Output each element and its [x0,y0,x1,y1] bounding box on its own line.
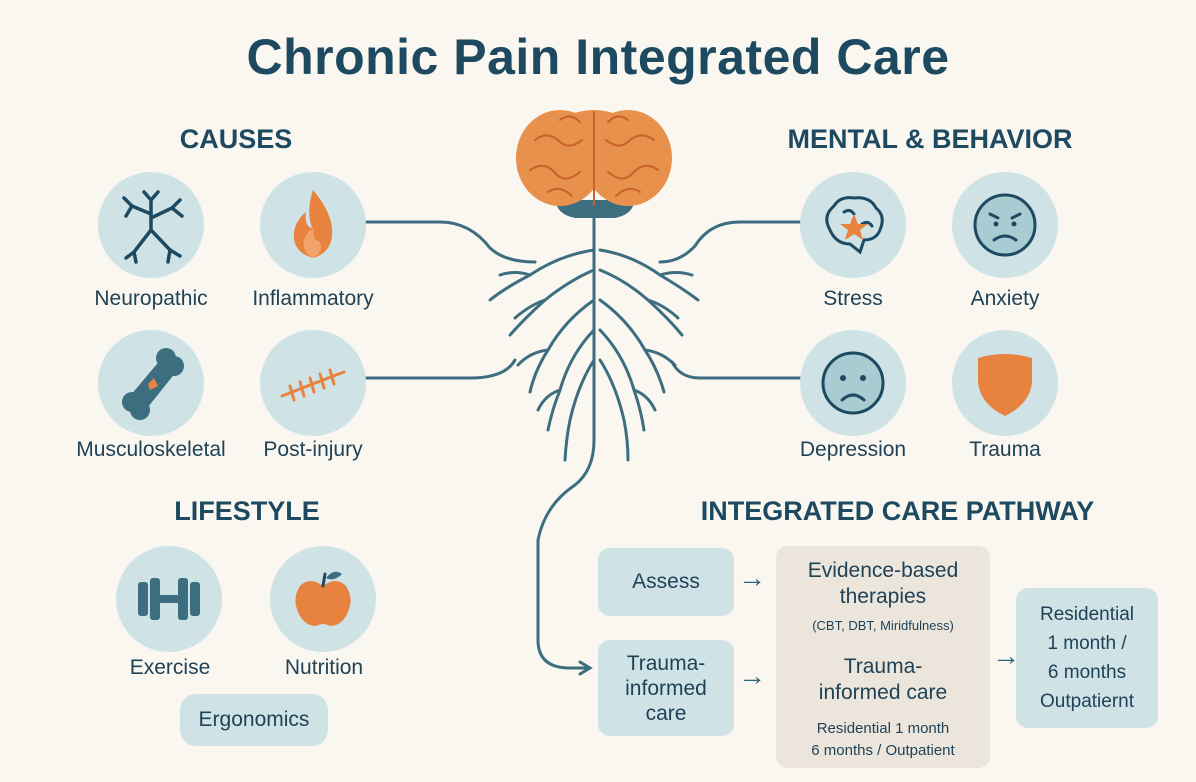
trauma-mid-title: Trauma- informed care [776,654,990,706]
therapies-title-line-2: therapies [776,584,990,610]
pathway-heading: INTEGRATED CARE PATHWAY [650,496,1145,527]
mental-label-trauma: Trauma [942,438,1068,462]
residential-mid-line-1: Residential 1 month [776,718,990,740]
trauma-left-line-2: informed [625,676,707,701]
flame-icon [260,172,366,278]
therapies-title-line-1: Evidence-based [776,558,990,584]
nerve-icon [98,172,204,278]
arrow-assess-to-therapies: → [738,562,766,594]
causes-heading: CAUSES [136,124,336,155]
cause-label-neuropathic: Neuropathic [70,287,232,311]
mental-label-depression: Depression [780,438,926,462]
brain-icon [516,110,672,218]
assess-box: Assess [598,548,734,616]
residential-right-line-2: 1 month / [1047,629,1126,658]
therapies-subtitle: (CBT, DBT, Miridfulness) [776,618,990,633]
shield-icon [952,330,1058,436]
lifestyle-label-nutrition: Nutrition [262,656,386,680]
residential-right-line-1: Residential [1040,600,1134,629]
lifestyle-heading: LIFESTYLE [120,496,374,527]
therapies-card: Evidence-based therapies (CBT, DBT, Miri… [776,546,990,768]
cause-label-inflammatory: Inflammatory [230,287,396,311]
apple-icon [270,546,376,652]
sad-face-icon [800,330,906,436]
worried-face-icon [952,172,1058,278]
trauma-left-line-1: Trauma- [627,651,706,676]
bone-icon [98,330,204,436]
trauma-informed-care-box: Trauma- informed care [598,640,734,736]
residential-mid-line-2: 6 months / Outpatient [776,740,990,762]
trauma-left-line-3: care [646,701,687,726]
trauma-mid-line-1: Trauma- [776,654,990,680]
assess-label: Assess [632,570,700,594]
therapies-title: Evidence-based therapies [776,558,990,610]
cause-label-post-injury: Post-injury [238,438,388,462]
lifestyle-label-exercise: Exercise [108,656,232,680]
residential-right-line-4: Outpatiernt [1040,687,1134,716]
residential-box: Residential 1 month / 6 months Outpatier… [1016,588,1158,728]
residential-right-line-3: 6 months [1048,658,1126,687]
residential-mid-text: Residential 1 month 6 months / Outpatien… [776,718,990,762]
mental-behavior-heading: MENTAL & BEHAVIOR [730,124,1130,155]
stressed-brain-icon [800,172,906,278]
mental-label-stress: Stress [790,287,916,311]
lifestyle-ergonomics-pill: Ergonomics [180,694,328,746]
dumbbell-icon [116,546,222,652]
cause-label-musculoskeletal: Musculoskeletal [58,438,244,462]
stitched-wound-icon [260,330,366,436]
lifestyle-label-ergonomics: Ergonomics [199,708,310,732]
trauma-mid-line-2: informed care [776,680,990,706]
mental-label-anxiety: Anxiety [942,287,1068,311]
arrow-trauma-to-therapies: → [738,660,766,692]
